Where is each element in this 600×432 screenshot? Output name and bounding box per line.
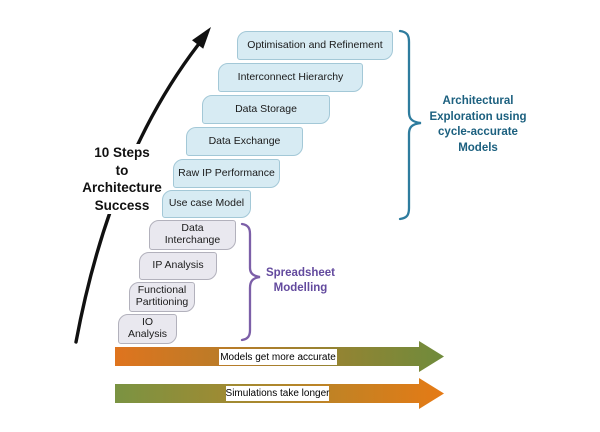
spreadsheet-brace <box>240 222 261 342</box>
step-box: Functional Partitioning <box>129 282 195 312</box>
growth-arrow-head-icon <box>192 27 211 49</box>
step-box: IP Analysis <box>139 252 217 280</box>
simulation-time-label: Simulations take longer <box>225 386 330 401</box>
models-accuracy-label: Models get more accurate <box>219 349 337 365</box>
step-box: Data Exchange <box>186 127 303 156</box>
step-box: Data Interchange <box>149 220 236 250</box>
architectural-exploration-label: Architectural Exploration using cycle-ac… <box>429 95 527 154</box>
diagram-title: 10 Steps to Architecture Success <box>72 144 172 214</box>
step-box: Raw IP Performance <box>173 159 280 188</box>
step-box: Data Storage <box>202 95 330 124</box>
step-box: Optimisation and Refinement <box>237 31 393 60</box>
step-box: Use case Model <box>162 190 251 218</box>
step-box: Interconnect Hierarchy <box>218 63 363 92</box>
spreadsheet-modelling-label: Spreadsheet Modelling <box>265 267 336 294</box>
cycle-accurate-brace <box>398 29 422 221</box>
step-box: IO Analysis <box>118 314 177 344</box>
